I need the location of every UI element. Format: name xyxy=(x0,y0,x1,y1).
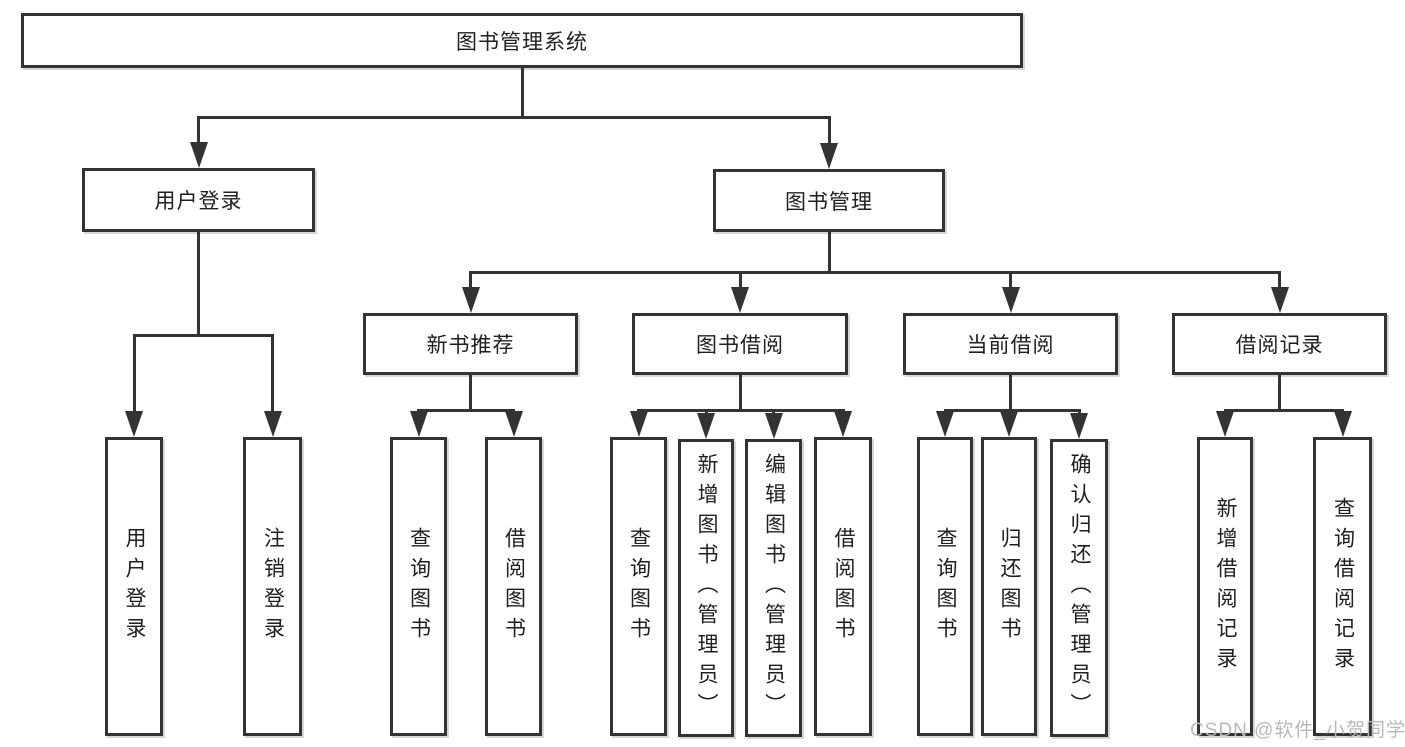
node-user-login-label: 用户登录 xyxy=(154,190,243,213)
node-leaf-borrow-books-borrow-label: 借阅图书 xyxy=(832,526,855,647)
arrowhead-leaf-logout xyxy=(263,411,282,437)
connector-stem-borrowing-records xyxy=(1278,375,1281,412)
arrowhead-leaf-query-borrow-record xyxy=(1333,411,1352,437)
node-leaf-edit-books-admin-label: 编辑图书（管理员） xyxy=(762,453,786,723)
arrowhead-leaf-return-books xyxy=(1000,411,1018,437)
node-leaf-query-books-current: 查询图书 xyxy=(917,437,973,736)
node-leaf-query-books-borrow: 查询图书 xyxy=(610,437,667,736)
node-leaf-query-books-current-label: 查询图书 xyxy=(934,526,957,647)
node-leaf-query-borrow-record-label: 查询借阅记录 xyxy=(1331,496,1355,677)
node-leaf-add-borrow-record: 新增借阅记录 xyxy=(1197,437,1253,736)
connector-drop-new-book-recommend xyxy=(469,272,472,291)
node-root-label: 图书管理系统 xyxy=(456,30,588,54)
connector-stem-user-login xyxy=(197,232,200,337)
connector-drop-book-management xyxy=(827,117,831,147)
arrowhead-new-book-recommend xyxy=(461,287,480,313)
node-leaf-return-books-label: 归还图书 xyxy=(998,526,1021,647)
node-book-borrowing-label: 图书借阅 xyxy=(696,334,784,357)
connector-stem-new-book-recommend xyxy=(469,375,472,412)
connector-stem-book-borrowing xyxy=(738,375,742,412)
node-user-login: 用户登录 xyxy=(82,168,315,232)
connector-drop-user-login xyxy=(197,117,200,146)
arrowhead-leaf-user-login xyxy=(125,411,143,437)
node-leaf-query-books-recommend: 查询图书 xyxy=(390,437,447,736)
connector-branch-book-management xyxy=(469,270,1281,274)
connector-branch-book-borrowing xyxy=(637,408,845,412)
node-current-borrowing: 当前借阅 xyxy=(903,313,1118,375)
arrowhead-leaf-query-books-current xyxy=(936,411,954,437)
connector-drop-leaf-user-login xyxy=(132,335,136,415)
node-leaf-borrow-books-recommend-label: 借阅图书 xyxy=(502,526,526,647)
arrowhead-leaf-add-books-admin xyxy=(697,413,715,439)
connector-branch-new-book-recommend xyxy=(417,408,515,412)
arrowhead-leaf-borrow-books-borrow xyxy=(834,411,852,437)
node-leaf-query-books-recommend-label: 查询图书 xyxy=(407,526,431,647)
csdn-watermark: CSDN @软件_小贺同学 xyxy=(1190,720,1405,741)
node-leaf-logout-label: 注销登录 xyxy=(261,526,285,647)
node-leaf-logout: 注销登录 xyxy=(243,437,302,736)
arrowhead-leaf-borrow-books-recommend xyxy=(504,411,523,437)
node-book-borrowing: 图书借阅 xyxy=(632,313,848,375)
node-leaf-add-books-admin-label: 新增图书（管理员） xyxy=(695,453,718,723)
arrowhead-leaf-add-borrow-record xyxy=(1216,411,1234,437)
connector-branch-borrowing-records xyxy=(1223,408,1344,412)
node-leaf-return-books: 归还图书 xyxy=(981,437,1037,736)
node-leaf-confirm-return-admin: 确认归还（管理员） xyxy=(1050,439,1108,737)
arrowhead-book-management xyxy=(820,143,838,169)
node-leaf-add-borrow-record-label: 新增借阅记录 xyxy=(1214,496,1237,677)
arrowhead-leaf-query-books-recommend xyxy=(409,411,428,437)
connector-stem-root xyxy=(520,68,524,119)
node-book-management-label: 图书管理 xyxy=(785,190,873,214)
node-borrowing-records: 借阅记录 xyxy=(1172,313,1387,375)
arrowhead-user-login xyxy=(189,142,208,168)
node-leaf-add-books-admin: 新增图书（管理员） xyxy=(678,439,734,737)
connector-branch-user-login xyxy=(132,333,274,337)
connector-branch-root xyxy=(197,115,831,119)
arrowhead-book-borrowing xyxy=(731,287,749,313)
node-leaf-borrow-books-recommend: 借阅图书 xyxy=(485,437,542,736)
connector-drop-current-borrowing xyxy=(1009,272,1012,291)
node-current-borrowing-label: 当前借阅 xyxy=(966,334,1055,357)
connector-drop-leaf-logout xyxy=(271,335,274,415)
node-leaf-query-books-borrow-label: 查询图书 xyxy=(627,526,651,647)
node-root: 图书管理系统 xyxy=(21,13,1023,68)
connector-drop-book-borrowing xyxy=(738,272,742,291)
node-leaf-borrow-books-borrow: 借阅图书 xyxy=(814,437,872,736)
arrowhead-leaf-edit-books-admin xyxy=(764,413,783,439)
arrowhead-leaf-confirm-return-admin xyxy=(1070,413,1088,439)
node-book-management: 图书管理 xyxy=(713,169,945,232)
arrowhead-leaf-query-books-borrow xyxy=(629,411,648,437)
connector-stem-book-management xyxy=(827,232,831,274)
node-borrowing-records-label: 借阅记录 xyxy=(1235,334,1324,357)
arrowhead-borrowing-records xyxy=(1270,287,1289,313)
node-new-book-recommend-label: 新书推荐 xyxy=(426,334,515,357)
connector-stem-current-borrowing xyxy=(1009,375,1012,412)
node-leaf-user-login: 用户登录 xyxy=(105,437,163,736)
connector-drop-borrowing-records xyxy=(1278,272,1281,291)
node-leaf-confirm-return-admin-label: 确认归还（管理员） xyxy=(1068,453,1091,723)
node-new-book-recommend: 新书推荐 xyxy=(363,313,578,375)
node-leaf-query-borrow-record: 查询借阅记录 xyxy=(1313,437,1372,736)
node-leaf-user-login-label: 用户登录 xyxy=(123,526,146,647)
connector-branch-current-borrowing xyxy=(943,408,1081,412)
node-leaf-edit-books-admin: 编辑图书（管理员） xyxy=(745,439,802,737)
arrowhead-current-borrowing xyxy=(1001,287,1020,313)
